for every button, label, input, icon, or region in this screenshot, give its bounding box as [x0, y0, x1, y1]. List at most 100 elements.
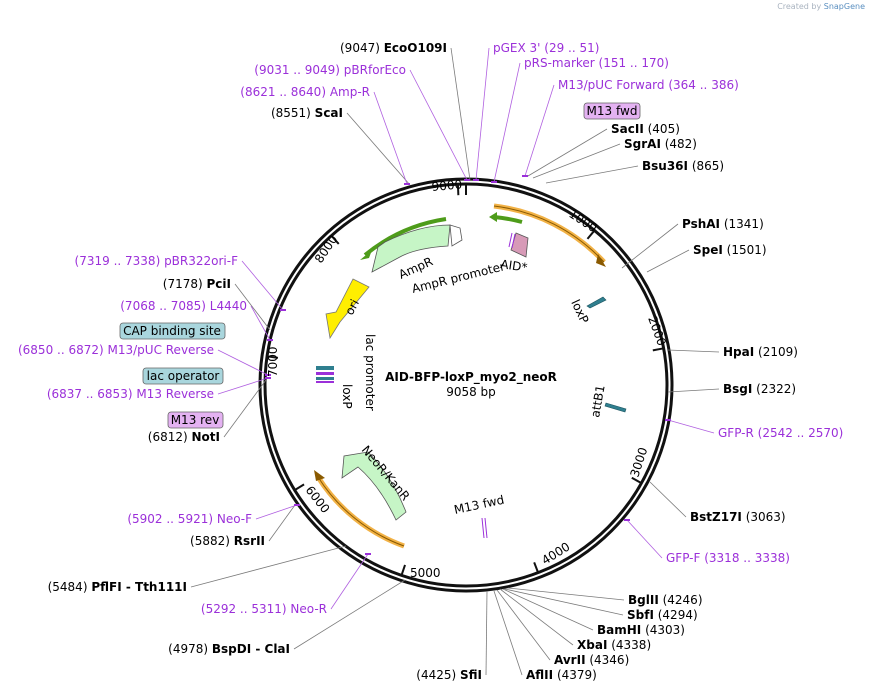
site-pos-ecoo109i: (9047): [340, 41, 384, 55]
loxp-right-shape: [586, 296, 607, 309]
site-alt-pflfi: - Tth111I: [122, 580, 187, 594]
site-leader-bsgi: [667, 388, 720, 393]
plasmid-name: AID-BFP-loxP_myo2_neoR: [385, 370, 557, 385]
primer-leader-ampr: [373, 91, 408, 185]
site-pos-noti: (6812): [148, 430, 192, 444]
neokan-arrow: [341, 451, 407, 521]
primer-leader-prsmarker: [493, 62, 521, 183]
site-nm-sbfi: SbfI: [627, 608, 654, 622]
primer-leader-pgex3: [475, 47, 490, 181]
site-label-bstz17i: BstZ17I (3063): [690, 510, 786, 524]
orf-arc-green-left: [363, 217, 447, 257]
site-label-bsu36i: Bsu36I (865): [642, 159, 724, 173]
site-label-bglii: BglII (4246): [628, 593, 703, 607]
feature-shapes: [314, 203, 627, 549]
site-nm-hpai: HpaI: [723, 345, 754, 359]
site-nm-bstz17i: BstZ17I: [690, 510, 742, 524]
site-label-xbai: XbaI (4338): [577, 638, 651, 652]
site-nm-bsu36i: Bsu36I: [642, 159, 688, 173]
tick-label-7000: 7000: [266, 346, 280, 377]
primer-leader-neof: [255, 504, 298, 520]
site-nm-pcii: PciI: [207, 277, 232, 291]
primer-name-gfpf: GFP-F: [666, 551, 704, 565]
site-label-sacii: SacII (405): [611, 122, 680, 136]
primer-range-prsmarker: (151 .. 170): [599, 56, 669, 70]
site-pos-spei: (1501): [723, 243, 767, 257]
site-pos-sbfi: (4294): [654, 608, 698, 622]
site-nm-sfii: SfiI: [460, 668, 482, 682]
site-pos-bamhi: (4303): [641, 623, 685, 637]
tick-label-5000: 5000: [410, 566, 441, 580]
site-leader-scai: [346, 112, 411, 186]
site-pos-bstz17i: (3063): [742, 510, 786, 524]
aid-arrow: [510, 232, 529, 258]
primer-range-neor: (5292 .. 5311): [201, 602, 291, 616]
boxed-label-m13rev: M13 rev: [171, 413, 220, 427]
site-label-pcii: (7178) PciI: [163, 277, 231, 291]
primer-leader-m13pucfwd: [524, 84, 555, 177]
primer-name-l4440: L4440: [210, 299, 247, 313]
primer-leader-m13pucrev: [217, 349, 269, 376]
primer-label-neor: (5292 .. 5311) Neo-R: [201, 602, 327, 616]
feature-label-aid: AID*: [500, 257, 529, 275]
primer-name-gfpr: GFP-R: [718, 426, 758, 440]
site-leader-pcii: [234, 283, 271, 331]
site-pos-bspdi: (4978): [168, 642, 212, 656]
tick-mark: [330, 235, 340, 245]
tick-label-9000: 9000: [431, 177, 463, 194]
site-leader-bspdi: [293, 579, 406, 650]
site-nm-xbai: XbaI: [577, 638, 607, 652]
tick-mark: [586, 229, 596, 240]
site-nm-avrii: AvrII: [554, 653, 586, 667]
site-pos-scai: (8551): [271, 106, 315, 120]
primer-leader-l4440: [250, 305, 271, 341]
feature-label-m13fwd-inner: M13 fwd: [453, 493, 506, 517]
site-nm-pflfi: PflFI: [91, 580, 121, 594]
tick-mark: [400, 564, 406, 576]
site-label-pflfi: (5484) PflFI - Tth111I: [48, 580, 187, 594]
site-label-sbfi: SbfI (4294): [627, 608, 698, 622]
site-leader-pshai: [621, 223, 679, 269]
primer-range-gfpf: (3318 .. 3338): [704, 551, 790, 565]
primer-leader-m13rev2: [217, 377, 269, 395]
primer-leader-pbr322ori: [241, 260, 284, 311]
primer-label-pgex3: pGEX 3' (29 .. 51): [493, 41, 599, 55]
tick-mark: [533, 561, 540, 573]
site-leader-sgrai: [532, 143, 621, 179]
site-pos-sacii: (405): [644, 122, 680, 136]
boxed-cap: CAP binding site: [119, 322, 226, 340]
site-pos-pflfi: (5484): [48, 580, 92, 594]
primer-name-pbr322ori: pBR322ori-F: [164, 254, 238, 268]
primer-leader-pbrforeco: [409, 69, 468, 181]
site-leader-bstz17i: [649, 481, 687, 518]
site-label-aflii: AflII (4379): [526, 668, 597, 682]
orf-arc-bottom-line: [317, 476, 405, 547]
primer-leader-gfpf: [626, 519, 663, 559]
snapgene-logo: SnapGene: [823, 2, 865, 11]
tick-mark: [294, 483, 305, 491]
site-label-avrii: AvrII (4346): [554, 653, 629, 667]
site-pos-sgrai: (482): [661, 137, 697, 151]
primer-label-m13rev2: (6837 .. 6853) M13 Reverse: [47, 387, 214, 401]
site-label-sfii: (4425) SfiI: [416, 668, 482, 682]
site-pos-bsgi: (2322): [752, 382, 796, 396]
tick-mark: [652, 347, 664, 352]
primer-range-ampr: (8621 .. 8640): [240, 85, 330, 99]
site-leader-pflfi: [190, 545, 347, 588]
site-leader-sfii: [485, 590, 488, 676]
site-leader-noti: [223, 379, 267, 438]
primer-name-m13pucfwd: M13/pUC Forward: [558, 78, 668, 92]
orf-arc-green-top: [493, 215, 523, 224]
primer-name-pgex3: pGEX 3': [493, 41, 544, 55]
site-label-ecoo109i: (9047) EcoO109I: [340, 41, 447, 55]
primer-name-ampr: Amp-R: [330, 85, 370, 99]
snapgene-credit: Created by SnapGene: [777, 2, 865, 11]
site-label-noti: (6812) NotI: [148, 430, 220, 444]
primer-range-gfpr: (2542 .. 2570): [758, 426, 844, 440]
site-label-rsrii: (5882) RsrII: [190, 534, 265, 548]
site-pos-pcii: (7178): [163, 277, 207, 291]
primer-range-pbrforeco: (9031 .. 9049): [254, 63, 344, 77]
site-pos-rsrii: (5882): [190, 534, 234, 548]
primer-range-l4440: (7068 .. 7085): [120, 299, 210, 313]
